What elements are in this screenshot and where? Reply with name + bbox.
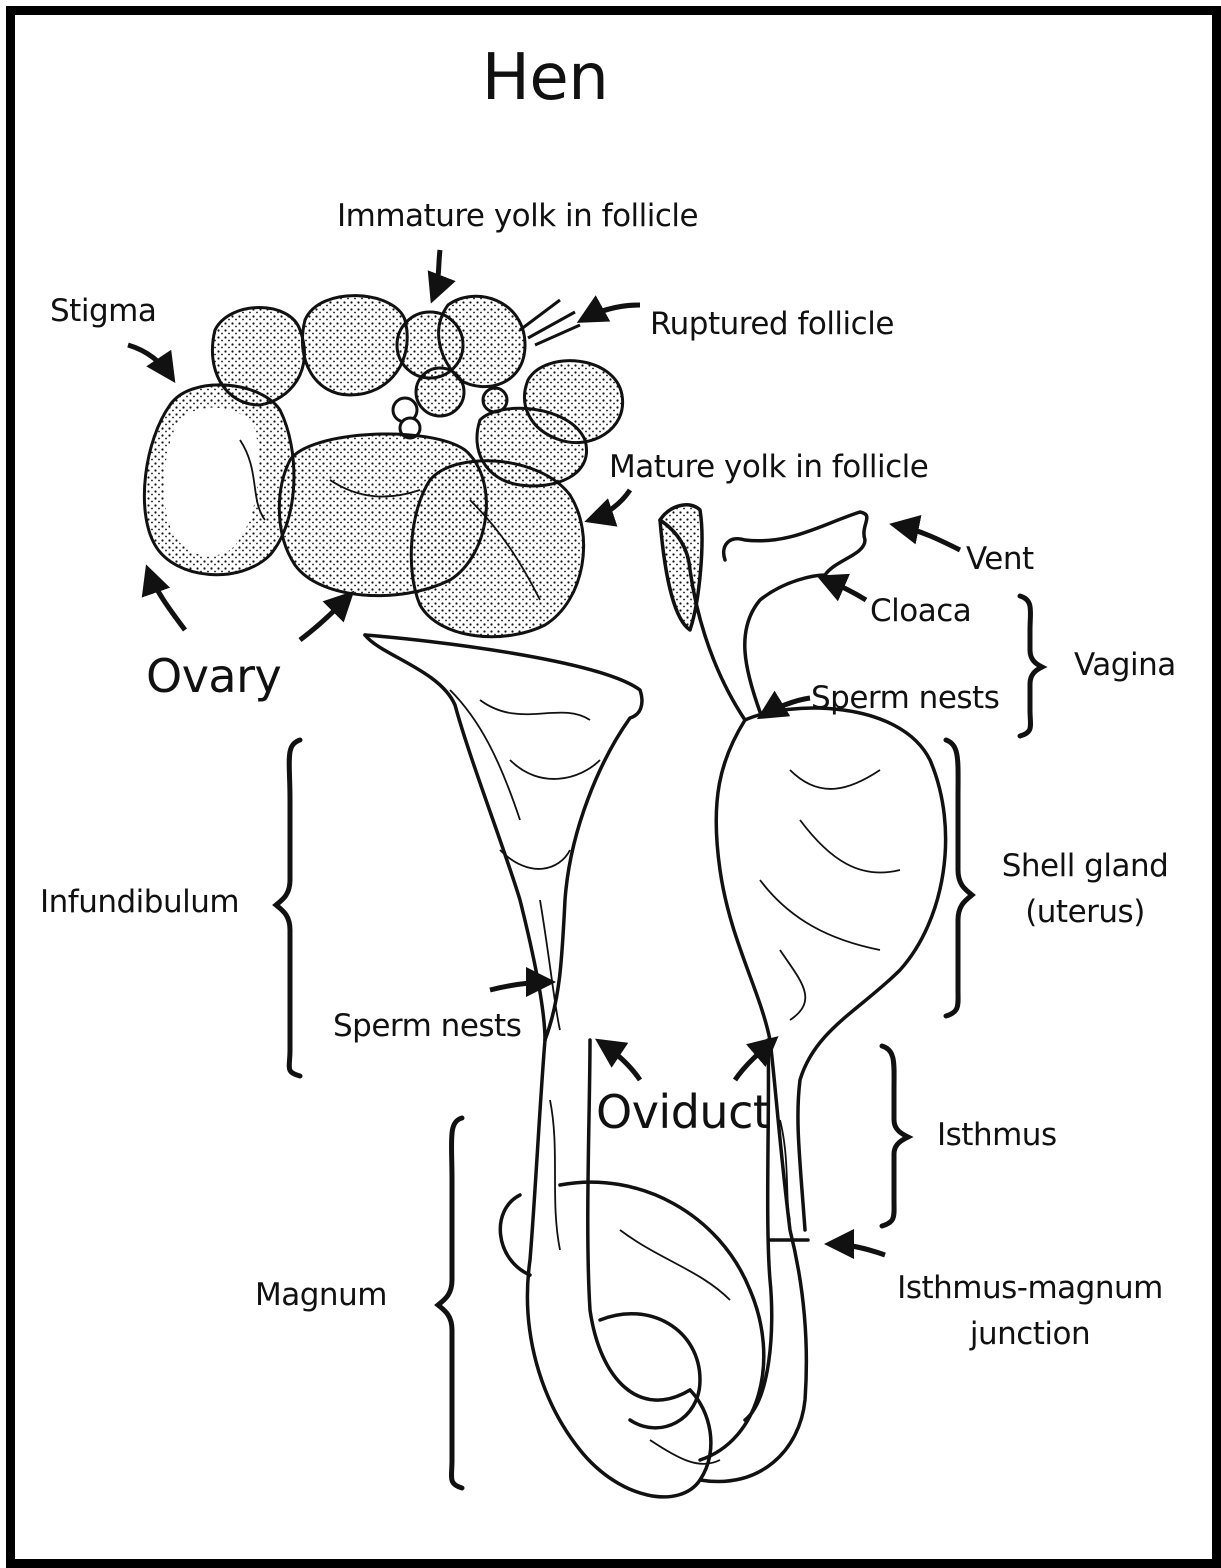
label-vent: Vent	[966, 541, 1034, 577]
ruptured-follicle-strands	[520, 300, 580, 345]
label-cloaca: Cloaca	[870, 593, 971, 629]
magnum-coil	[500, 1182, 763, 1460]
label-sperm-nests-upper: Sperm nests	[811, 680, 999, 716]
infundibulum-bracket	[276, 740, 300, 1076]
follicle-mature	[411, 461, 583, 637]
label-vagina: Vagina	[1074, 647, 1176, 683]
label-oviduct: Oviduct	[596, 1086, 770, 1138]
isthmus-bracket	[882, 1046, 908, 1226]
arrow-ovary-left	[148, 570, 185, 630]
follicle-small	[416, 368, 464, 416]
magnum-coil-2	[600, 1314, 700, 1428]
magnum-bracket	[438, 1118, 462, 1488]
label-ruptured-follicle: Ruptured follicle	[650, 306, 894, 342]
infundibulum-funnel	[365, 635, 642, 1040]
label-stigma: Stigma	[50, 293, 156, 329]
label-shell-gland-uterus: (uterus)	[985, 894, 1185, 930]
shell-gland-outline	[716, 708, 945, 1230]
label-ovary: Ovary	[146, 650, 281, 702]
label-sperm-nests-lower: Sperm nests	[333, 1008, 521, 1044]
follicle-small	[397, 312, 463, 378]
label-shell-gland: Shell gland	[985, 848, 1185, 884]
diagram-title: Hen	[445, 42, 645, 114]
arrow-ruptured-follicle	[582, 305, 640, 320]
arrow-mature-yolk	[590, 490, 630, 520]
vagina-bracket	[1020, 596, 1042, 736]
arrow-immature-yolk	[433, 250, 440, 298]
shell-gland-bracket	[946, 740, 972, 1016]
vent-opening	[660, 505, 702, 630]
arrow-vent	[895, 525, 960, 550]
label-isthmus: Isthmus	[937, 1117, 1057, 1153]
label-isthmus-magnum-junction: Isthmus-magnum	[880, 1270, 1180, 1306]
arrow-stigma	[128, 345, 172, 378]
arrow-cloaca	[822, 578, 866, 600]
label-magnum: Magnum	[255, 1277, 387, 1313]
label-isthmus-magnum-junction-2: junction	[880, 1316, 1180, 1352]
label-infundibulum: Infundibulum	[40, 884, 239, 920]
label-mature-yolk: Mature yolk in follicle	[609, 449, 928, 485]
arrow-isthmus-magnum	[830, 1244, 885, 1255]
follicle-small	[483, 388, 507, 412]
label-immature-yolk: Immature yolk in follicle	[337, 198, 698, 234]
arrow-ovary-right	[300, 595, 350, 640]
arrow-oviduct-left	[600, 1042, 640, 1080]
follicle	[302, 296, 407, 395]
ovary-cluster	[144, 296, 622, 637]
